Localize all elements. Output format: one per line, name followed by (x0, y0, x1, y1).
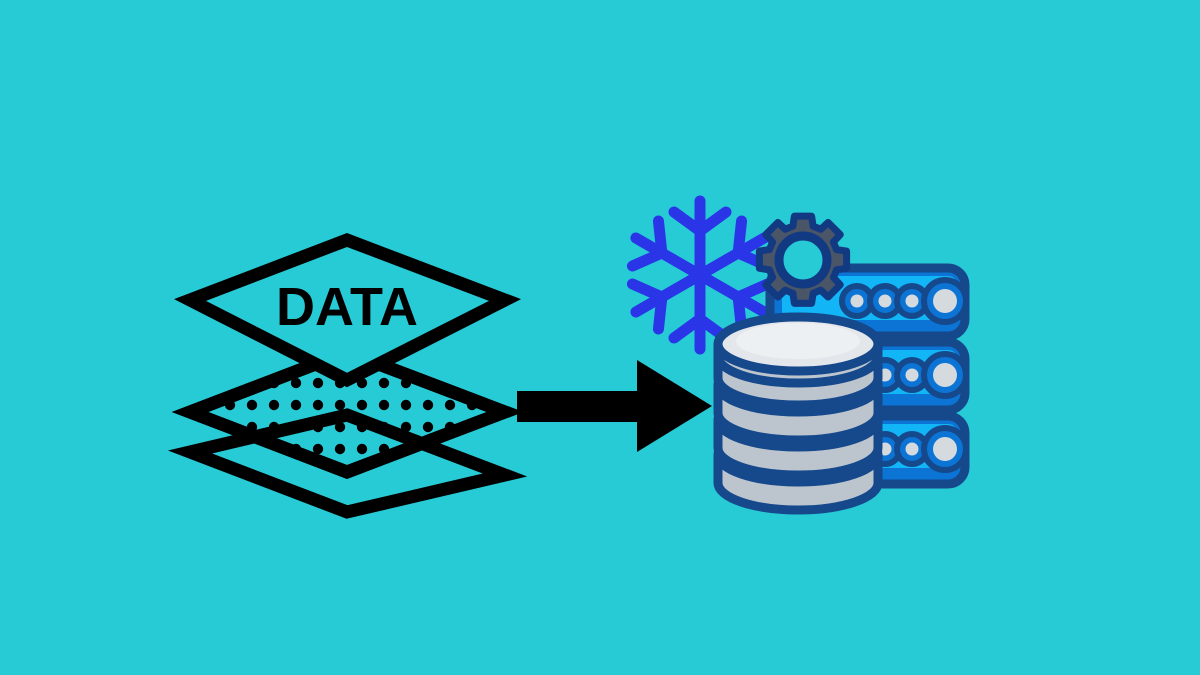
snowflake-arm (626, 269, 706, 335)
flow-arrow (517, 360, 712, 452)
gear-shape (755, 212, 851, 307)
database-top-highlight (736, 323, 860, 359)
database-cylinder (713, 312, 883, 515)
top-layer: DATA (174, 233, 522, 388)
middle-layer-outline-top (171, 345, 524, 479)
snowflake-arm (668, 195, 732, 281)
rack-leds (867, 425, 969, 473)
database-disk-top (713, 312, 883, 388)
data-label: DATA (276, 277, 418, 337)
top-layer-outline (174, 233, 522, 388)
rack-leds (867, 351, 969, 399)
rack-leds (839, 277, 969, 325)
bottom-layer (167, 408, 528, 519)
gear-hub (774, 231, 832, 289)
gear-icon (755, 212, 851, 307)
snowflake-arm (626, 215, 706, 281)
